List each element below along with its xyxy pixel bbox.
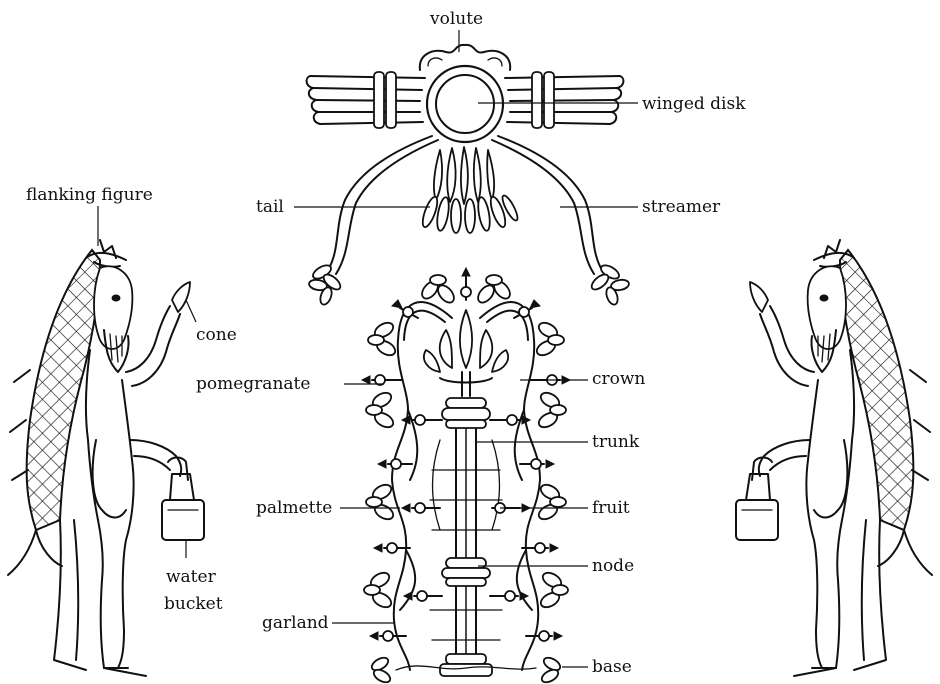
label-bucket: bucket (164, 594, 223, 614)
label-node: node (592, 556, 634, 576)
label-base: base (592, 657, 632, 677)
label-winged-disk: winged disk (642, 94, 746, 114)
label-cone: cone (196, 325, 237, 345)
winged-disk-icon (307, 45, 630, 306)
right-flanking-figure-icon (736, 240, 932, 676)
label-garland: garland (262, 613, 329, 633)
label-fruit: fruit (592, 498, 630, 518)
label-tail: tail (256, 197, 284, 217)
label-volute: volute (429, 9, 483, 29)
label-streamer: streamer (642, 197, 721, 217)
label-trunk: trunk (592, 432, 640, 452)
label-pomegranate: pomegranate (196, 374, 310, 394)
sacred-tree-icon (362, 268, 570, 684)
label-flanking-figure: flanking figure (26, 185, 153, 205)
label-palmette: palmette (256, 498, 332, 518)
label-crown: crown (592, 369, 645, 389)
label-water: water (166, 567, 217, 587)
